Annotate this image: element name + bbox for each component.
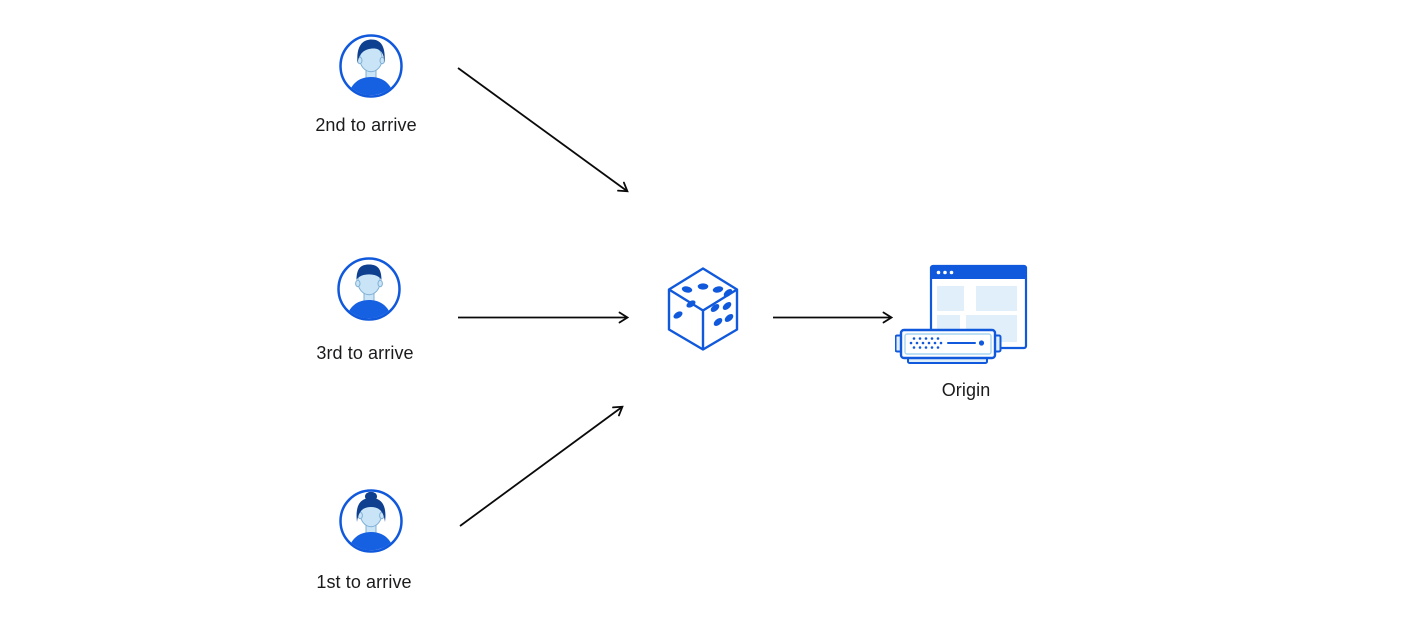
origin-node [894,262,1030,372]
server-vent-dots [909,337,943,349]
server-led-dot [978,340,985,346]
browser-window-icon [929,264,1028,350]
arrow-visitor-2nd-to-dice [457,67,629,193]
visitor-label-1st: 1st to arrive [316,572,412,592]
dice-pips [673,283,734,326]
arrow-visitor-1st-to-dice [459,405,624,527]
origin-label: Origin [941,380,991,400]
woman-avatar-icon [339,489,403,553]
origin-server-icon [894,264,1028,364]
dice-icon [667,267,739,351]
server-icon [894,328,1002,364]
visitor-label-3rd: 3rd to arrive [316,343,414,363]
visitor-node-1st [338,488,404,559]
load-balancer-node [666,266,740,357]
visitor-node-3rd [336,256,402,327]
visitor-node-2nd [338,33,404,104]
visitor-label-2nd: 2nd to arrive [315,115,417,135]
man-avatar-icon [339,34,403,98]
man-avatar-icon [337,257,401,321]
